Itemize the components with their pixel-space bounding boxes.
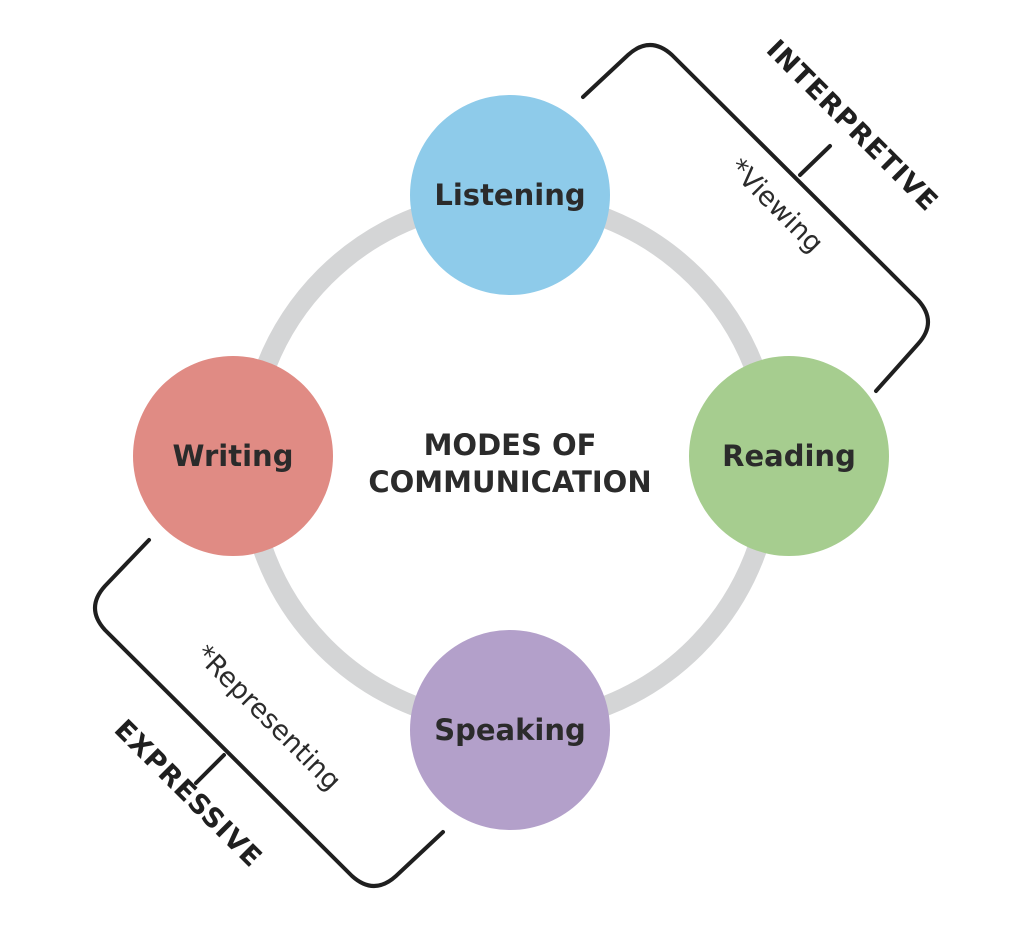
interpretive-bracket-tick bbox=[798, 144, 832, 177]
expressive-label: EXPRESSIVE bbox=[108, 714, 268, 874]
mode-circle bbox=[689, 356, 889, 556]
mode-label: Speaking bbox=[434, 713, 586, 747]
center-title-line-1: MODES OF bbox=[424, 428, 597, 462]
interpretive-bracket bbox=[581, 43, 930, 393]
center-title-line-2: COMMUNICATION bbox=[368, 465, 651, 499]
mode-circle bbox=[410, 630, 610, 830]
mode-label: Writing bbox=[173, 439, 294, 473]
expressive-bracket bbox=[93, 538, 445, 888]
mode-writing: Writing bbox=[133, 356, 333, 556]
expressive-note: *Representing bbox=[189, 639, 347, 797]
mode-listening: Listening bbox=[410, 95, 610, 295]
mode-speaking: Speaking bbox=[410, 630, 610, 830]
expressive-bracket-tick bbox=[194, 753, 226, 785]
mode-label: Reading bbox=[722, 439, 856, 473]
mode-reading: Reading bbox=[689, 356, 889, 556]
mode-label: Listening bbox=[434, 178, 585, 212]
mode-circle bbox=[410, 95, 610, 295]
mode-circle bbox=[133, 356, 333, 556]
interpretive-label: INTERPRETIVE bbox=[760, 34, 944, 218]
interpretive-note: *Viewing bbox=[723, 153, 829, 259]
